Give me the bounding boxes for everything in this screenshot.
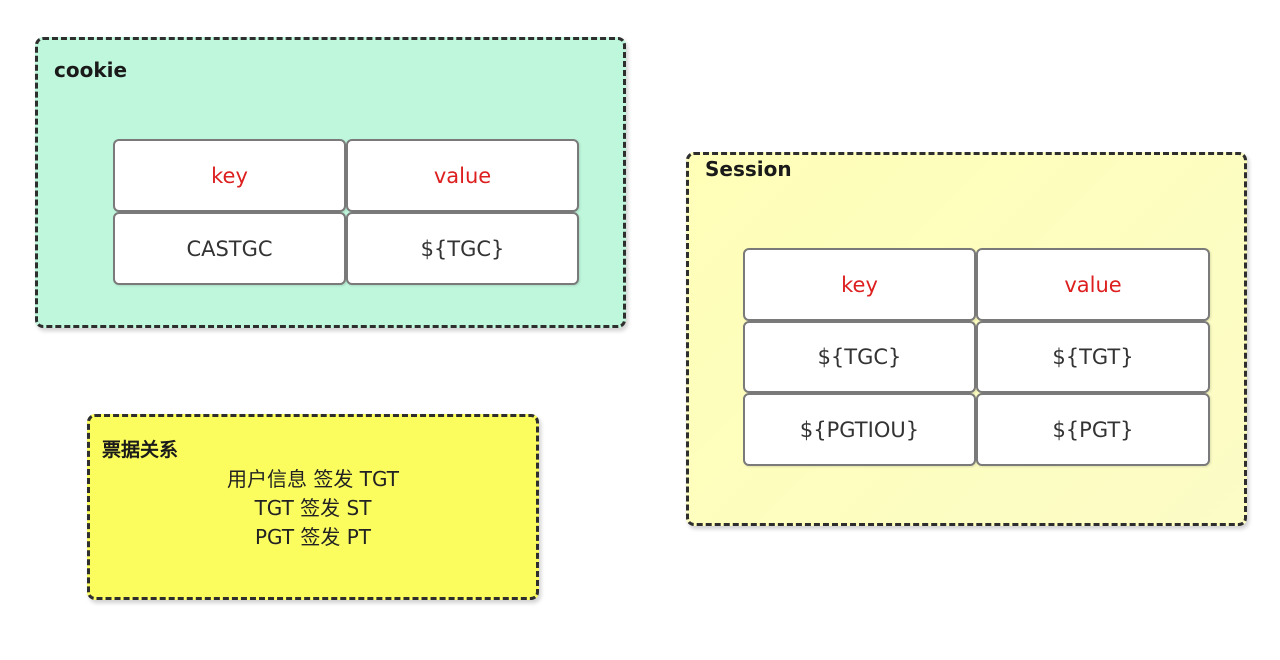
ticket-line-2: TGT 签发 ST [254,496,372,520]
cookie-cell-value: ${TGC} [346,212,579,285]
session-header-value: value [976,248,1210,321]
cookie-header-key: key [113,139,346,212]
session-title: Session [705,157,792,181]
session-cell-r2-key: ${PGTIOU} [743,393,976,466]
session-cell-r2-value: ${PGT} [976,393,1210,466]
session-cell-r1-value: ${TGT} [976,321,1210,393]
session-cell-r1-key: ${TGC} [743,321,976,393]
ticket-line-3: PGT 签发 PT [254,525,372,549]
ticket-relation-title: 票据关系 [102,439,179,461]
ticket-relation-lines: 用户信息 签发 TGT TGT 签发 ST PGT 签发 PT [90,465,536,552]
session-header-key: key [743,248,976,321]
ticket-line-1: 用户信息 签发 TGT [227,467,399,491]
cookie-header-value: value [346,139,579,212]
cookie-title: cookie [54,58,128,82]
cookie-cell-key: CASTGC [113,212,346,285]
ticket-relation-container: 票据关系 用户信息 签发 TGT TGT 签发 ST PGT 签发 PT [87,414,539,600]
